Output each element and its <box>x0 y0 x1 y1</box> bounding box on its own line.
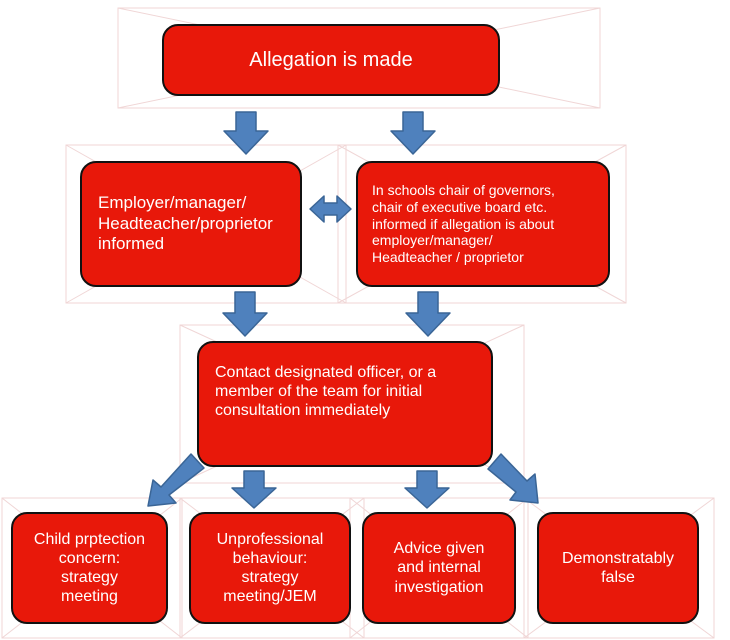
advice-investigation-label: Advice given and internal investigation <box>393 540 485 596</box>
diagonal-arrow-icon <box>487 453 539 504</box>
chair-informed-label: In schools chair of governors, chair of … <box>372 182 555 266</box>
diagonal-arrow-icon <box>147 453 205 507</box>
employer-informed-label: Employer/manager/ Headteacher/proprietor… <box>98 193 273 254</box>
contact-officer-label: Contact designated officer, or a member … <box>215 364 437 420</box>
unprofessional-behaviour-label: Unprofessional behaviour: strategy meeti… <box>216 530 324 606</box>
down-arrow-icon <box>405 291 451 337</box>
down-arrow-icon <box>222 291 268 337</box>
chair-informed-box: In schools chair of governors, chair of … <box>356 161 610 287</box>
child-protection-label: Child prptection concern: strategy meeti… <box>33 530 146 606</box>
allegation-box: Allegation is made <box>162 24 500 96</box>
double-arrow-icon <box>309 195 352 223</box>
child-protection-box: Child prptection concern: strategy meeti… <box>11 512 168 624</box>
down-arrow-icon <box>390 111 436 155</box>
unprofessional-behaviour-box: Unprofessional behaviour: strategy meeti… <box>189 512 351 624</box>
demonstrably-false-label: Demonstratably false <box>561 549 675 586</box>
allegation-label: Allegation is made <box>249 49 413 71</box>
employer-informed-box: Employer/manager/ Headteacher/proprietor… <box>80 161 302 287</box>
down-arrow-icon <box>223 111 269 155</box>
down-arrow-icon <box>231 470 277 509</box>
advice-investigation-box: Advice given and internal investigation <box>362 512 516 624</box>
contact-officer-box: Contact designated officer, or a member … <box>197 341 493 467</box>
down-arrow-icon <box>404 470 450 509</box>
demonstrably-false-box: Demonstratably false <box>537 512 699 624</box>
